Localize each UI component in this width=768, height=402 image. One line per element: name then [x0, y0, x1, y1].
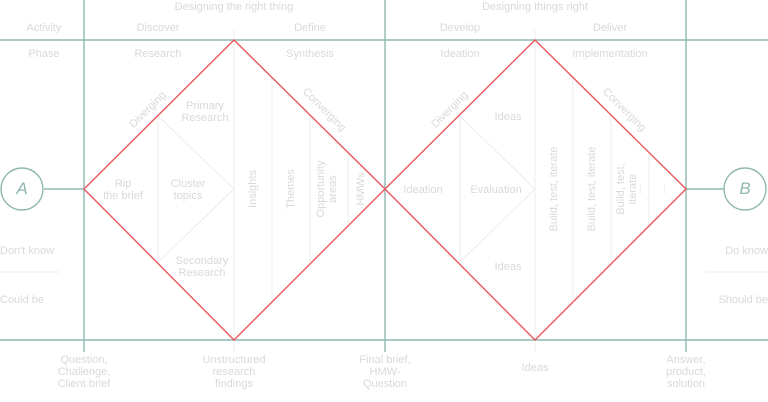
d1-hmws: HMWs [355, 172, 367, 205]
stage-develop: Develop [440, 22, 480, 34]
bottom-label-4: Ideas [522, 362, 549, 374]
bottom-label-1: Question,Challenge,Client brief [58, 354, 112, 390]
d2-build-test-iterate-3: Build, test,iterate [615, 163, 639, 214]
start-node: A [0, 167, 44, 211]
bottom-labels: Question,Challenge,Client brief Unstruct… [58, 354, 706, 390]
diamond-2 [384, 39, 687, 341]
d1-diverging: Diverging [127, 89, 168, 130]
d2-evaluation: Evaluation [470, 184, 521, 196]
d2-converging: Converging [600, 86, 648, 134]
start-label: A [15, 179, 27, 198]
phase-ideation: Ideation [440, 48, 479, 60]
row-phase: Phase [28, 48, 59, 60]
d1-converging: Converging [300, 86, 348, 134]
label-could-be: Could be [0, 294, 44, 306]
stage-define: Define [294, 22, 326, 34]
d2-ideation: Ideation [403, 184, 442, 196]
phase-synthesis: Synthesis [286, 48, 334, 60]
d1-insights: Insights [247, 170, 259, 208]
grid-lines [0, 0, 768, 352]
end-label: B [739, 179, 750, 198]
d2-build-test-iterate-1: Build, test, iterate [548, 147, 560, 232]
phase-research: Research [134, 48, 181, 60]
diamond-2-labels: Diverging Converging Ideation Evaluation… [403, 86, 668, 273]
bottom-label-3: Final brief,HMW-Question [359, 354, 410, 390]
phase-b-title: Designing things right [482, 1, 588, 13]
end-node: B [723, 167, 767, 211]
stage-deliver: Deliver [593, 22, 628, 34]
label-should-be: Should be [718, 294, 768, 306]
bottom-label-5: Answer,product,solution [666, 354, 706, 390]
d1-themes: Themes [285, 169, 297, 209]
side-labels: Don't know Could be Do know Should be [0, 245, 768, 306]
stage-discover: Discover [137, 22, 180, 34]
label-dont-know: Don't know [0, 245, 54, 257]
d2-build-test-iterate-5: ... [656, 184, 668, 193]
d2-build-test-iterate-2: Build, test, iterate [586, 147, 598, 232]
row-activity: Activity [27, 22, 62, 34]
d2-ideas-bottom: Ideas [495, 261, 522, 273]
label-do-know: Do know [725, 245, 768, 257]
inner-structure [157, 78, 650, 300]
d2-build-test-iterate-4: ... [632, 184, 644, 193]
d2-ideas-top: Ideas [495, 111, 522, 123]
header-labels: Designing the right thing Designing thin… [27, 1, 648, 60]
phase-implementation: Implementation [572, 48, 647, 60]
d1-opportunity-areas: Opportunityareas [315, 160, 339, 217]
phase-a-title: Designing the right thing [175, 1, 294, 13]
